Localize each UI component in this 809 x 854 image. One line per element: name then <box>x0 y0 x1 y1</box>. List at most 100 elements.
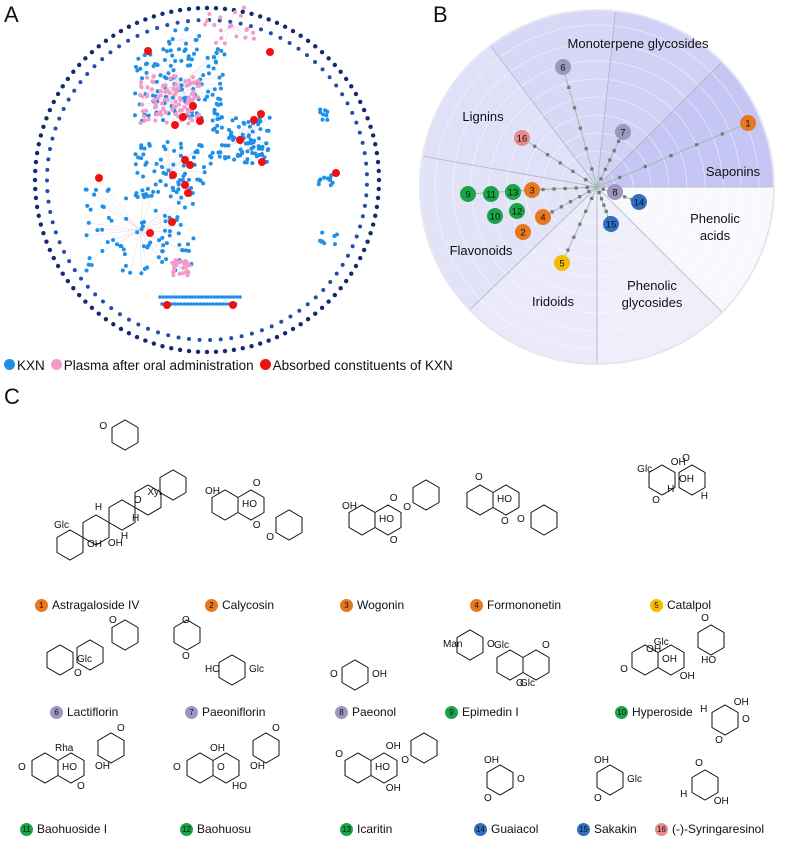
badge-number: 16 <box>517 134 528 145</box>
substituent-label: O <box>252 478 261 490</box>
badge-number: 12 <box>512 207 523 218</box>
inner-ring-node <box>321 287 326 292</box>
substituent-label: O <box>330 669 338 680</box>
plasma-node <box>138 92 143 97</box>
compound-badge-1: 1 <box>740 115 756 131</box>
kxn-node <box>133 152 138 157</box>
kxn-node <box>178 222 183 227</box>
kxn-node <box>100 249 105 254</box>
kxn-node <box>332 234 337 239</box>
sector-divider <box>596 10 616 188</box>
absorbed-node <box>146 229 154 237</box>
spokes <box>467 66 749 264</box>
ring-bond <box>56 529 84 561</box>
ring-bond <box>237 489 265 521</box>
absorbed-node <box>144 47 152 55</box>
inner-ring-node <box>45 167 50 172</box>
ring-bond <box>522 649 550 681</box>
compound-name: Baohuosu <box>197 822 252 836</box>
structure-drawing <box>648 464 706 496</box>
substituent-label: OH <box>250 761 265 773</box>
spoke-marker <box>578 126 582 130</box>
network-edge <box>239 117 270 141</box>
inner-ring-node <box>196 18 201 23</box>
outer-ring-node <box>47 107 53 113</box>
outer-ring-node <box>103 38 109 44</box>
spoke-marker <box>572 235 576 239</box>
kxn-node <box>185 302 190 306</box>
outer-ring-node <box>349 84 354 89</box>
network-edge <box>229 12 236 26</box>
plasma-node <box>203 22 208 27</box>
inner-ring-node <box>239 334 244 339</box>
absorbed-node <box>168 218 176 226</box>
kxn-node <box>173 28 178 33</box>
outer-ring-node <box>38 222 44 227</box>
absorbed-node <box>236 136 244 144</box>
substituent-label: HO <box>242 499 257 510</box>
plasma-node <box>149 87 154 92</box>
kxn-node <box>100 204 105 209</box>
compound-number-badge: 9 <box>445 705 458 719</box>
inner-ring-node <box>166 333 171 338</box>
kxn-node <box>120 268 125 273</box>
absorbed-node <box>189 102 197 110</box>
badge-number: 15 <box>606 220 617 231</box>
category-label-phenolic-glycosides: Phenolic glycosides <box>621 278 683 310</box>
substituent-label: OH <box>713 796 729 808</box>
kxn-node <box>89 262 94 267</box>
network-edge <box>139 229 148 268</box>
sector-divider <box>596 186 723 313</box>
kxn-node <box>177 242 182 247</box>
sector-divider <box>490 45 598 188</box>
structure-drawing <box>56 419 187 561</box>
kxn-node <box>214 50 219 55</box>
category-label-saponins: Saponins <box>705 164 761 179</box>
compound-number-badge: 14 <box>474 822 487 836</box>
ring-bond <box>97 732 125 764</box>
ring-bond <box>492 484 520 516</box>
kxn-node <box>211 302 215 306</box>
badge-circle <box>524 182 540 198</box>
outer-ring-node <box>375 159 381 165</box>
kxn-node <box>135 68 140 73</box>
badge-circle <box>460 186 476 202</box>
substituent-label: OH <box>372 669 387 680</box>
substituent-label: O <box>401 754 409 766</box>
outer-ring-node <box>177 7 183 13</box>
kxn-node <box>160 235 165 240</box>
badge-number: 10 <box>490 212 501 223</box>
substituent-label: HO <box>62 762 77 773</box>
outer-ring-node <box>96 44 101 49</box>
kxn-node <box>223 143 228 148</box>
compound-badge-15: 15 <box>603 216 619 232</box>
compound-number-badge: 8 <box>335 705 348 719</box>
inner-ring-node <box>109 306 114 311</box>
structure-drawing <box>596 764 624 796</box>
compound-name: Paeonol <box>352 705 397 719</box>
compound-badge-12: 12 <box>509 203 525 219</box>
plasma-node <box>190 118 195 123</box>
plasma-node <box>163 83 168 88</box>
kxn-node <box>122 252 127 257</box>
kxn-node <box>194 47 199 52</box>
inner-ring-node <box>362 151 367 156</box>
plasma-node <box>170 260 175 265</box>
plasma-node <box>177 102 182 107</box>
kxn-node <box>217 302 222 306</box>
inner-ring-node <box>53 230 58 235</box>
kxn-node <box>178 153 183 158</box>
kxn-node <box>124 196 129 201</box>
inner-ring-node <box>126 38 131 43</box>
inner-ring-node <box>72 268 77 273</box>
badge-circle <box>554 255 570 271</box>
kxn-node <box>179 58 184 63</box>
inner-ring-node <box>135 33 140 38</box>
outer-ring-node <box>326 56 331 61</box>
network-edge <box>169 169 184 177</box>
